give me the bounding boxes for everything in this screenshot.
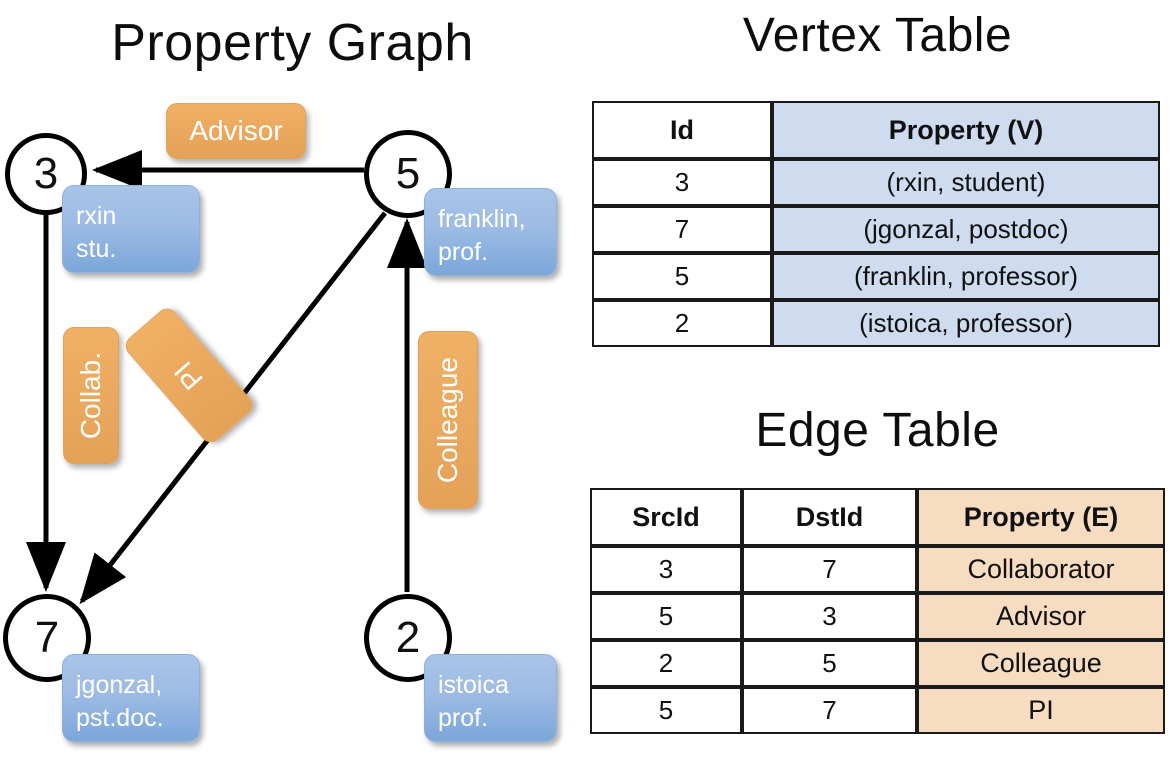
vertex-table-header-property: Property (V) [772,101,1160,159]
node-property-franklin-line2: prof. [438,238,489,266]
edge-row-2-dst: 5 [742,640,917,687]
edge-row-1-dst: 3 [742,593,917,640]
vertex-row-1-property: (jgonzal, postdoc) [772,206,1160,253]
vertex-row-3-property: (istoica, professor) [772,300,1160,347]
graph-node-5[interactable]: 5 [364,130,452,218]
vertex-row-2-property: (franklin, professor) [772,253,1160,300]
edge-row-0-dst: 7 [742,546,917,593]
edge-row-2-src: 2 [590,640,742,687]
table-row: 3 7 Collaborator [590,546,1165,593]
vertex-table: Id Property (V) 3 (rxin, student) 7 (jgo… [592,101,1160,347]
node-property-callout-jgonzal: jgonzal, pst.doc. [62,654,200,742]
edge-table-header-srcid: SrcId [590,488,742,546]
node-property-callout-rxin: rxin stu. [62,185,200,273]
edge-label-collab: Collab. [63,327,119,464]
graph-node-5-label: 5 [395,149,421,198]
vertex-table-header-id: Id [592,101,772,159]
edge-table-header-dstid: DstId [742,488,917,546]
graph-node-2[interactable]: 2 [364,594,452,682]
edge-row-3-dst: 7 [742,687,917,734]
property-graph-diagram: 3 5 7 2 rxin stu. franklin, prof. jgonza… [3,103,557,742]
edge-row-1-src: 5 [590,593,742,640]
page-title-property-graph: Property Graph [111,14,474,72]
section-title-vertex-table: Vertex Table [742,9,1013,62]
table-row: 3 (rxin, student) [592,159,1160,206]
node-property-rxin-line1: rxin [76,202,117,230]
table-row: 5 3 Advisor [590,593,1165,640]
table-row: 5 (franklin, professor) [592,253,1160,300]
node-property-istoica-line1: istoica [438,671,509,699]
table-row: 7 (jgonzal, postdoc) [592,206,1160,253]
edge-table-header-row: SrcId DstId Property (E) [590,488,1165,546]
edge-label-colleague: Colleague [418,331,478,509]
vertex-row-0-property: (rxin, student) [772,159,1160,206]
node-property-callout-istoica: istoica prof. [424,654,557,742]
edge-label-collab-text: Collab. [75,351,106,440]
edge-label-advisor: Advisor [166,103,306,159]
edge-row-0-src: 3 [590,546,742,593]
graph-node-2-label: 2 [395,613,421,662]
table-row: 5 7 PI [590,687,1165,734]
edge-row-3-src: 5 [590,687,742,734]
edge-label-advisor-text: Advisor [189,115,283,146]
edge-label-pi-text: PI [168,355,210,396]
vertex-row-2-id: 5 [592,253,772,300]
table-row: 2 (istoica, professor) [592,300,1160,347]
vertex-row-1-id: 7 [592,206,772,253]
section-title-edge-table: Edge Table [755,404,1000,457]
edge-table-header-property: Property (E) [917,488,1165,546]
node-property-jgonzal-line1: jgonzal, [76,671,163,699]
vertex-row-0-id: 3 [592,159,772,206]
node-property-rxin-line2: stu. [76,235,117,263]
vertex-table-header-row: Id Property (V) [592,101,1160,159]
graph-node-3-label: 3 [33,149,59,198]
vertex-row-3-id: 2 [592,300,772,347]
node-property-jgonzal-line2: pst.doc. [76,704,164,732]
node-property-istoica-line2: prof. [438,704,489,732]
node-property-callout-franklin: franklin, prof. [424,188,557,276]
edge-row-0-property: Collaborator [917,546,1165,593]
edge-row-1-property: Advisor [917,593,1165,640]
table-row: 2 5 Colleague [590,640,1165,687]
graph-node-7-label: 7 [34,613,60,662]
edge-row-3-property: PI [917,687,1165,734]
edge-table: SrcId DstId Property (E) 3 7 Collaborato… [590,488,1165,734]
edge-label-colleague-text: Colleague [432,356,463,484]
edge-row-2-property: Colleague [917,640,1165,687]
node-property-franklin-line1: franklin, [438,205,526,233]
